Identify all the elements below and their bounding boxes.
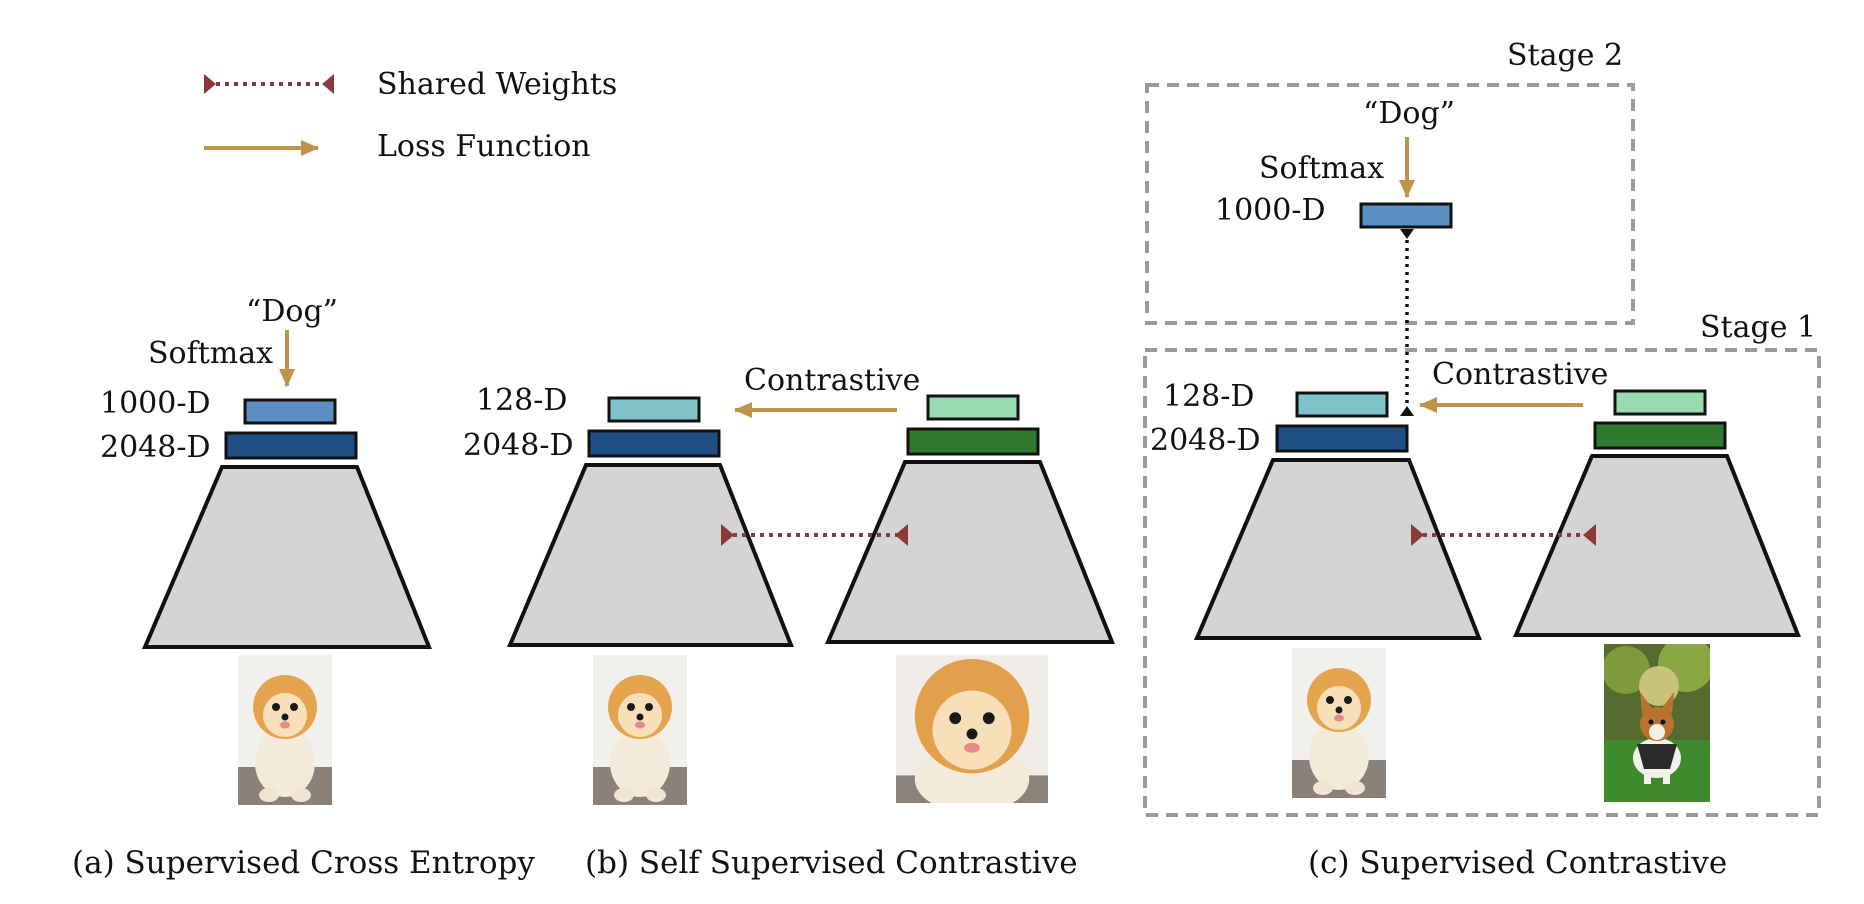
panel-a-feature-layer bbox=[224, 431, 358, 460]
stage-2-label: Stage 2 bbox=[1507, 38, 1623, 73]
panel-b-encoder-left bbox=[506, 463, 794, 647]
legend-loss-function-label: Loss Function bbox=[377, 129, 591, 164]
pomeranian-closeup-photo bbox=[896, 655, 1048, 803]
panel-c-feature-right bbox=[1593, 421, 1727, 450]
stage-1-box bbox=[1143, 348, 1821, 817]
panel-c: Stage 2 “Dog” Softmax 1000-D Stage 1 128… bbox=[1143, 38, 1821, 817]
panel-c-encoder-right bbox=[1512, 454, 1801, 637]
panel-b-projection-left bbox=[607, 396, 701, 423]
pomeranian-photo bbox=[593, 655, 687, 805]
pomeranian-photo bbox=[1292, 648, 1386, 798]
shared-weights-legend-icon bbox=[204, 74, 334, 94]
panel-a-softmax-label: Softmax bbox=[148, 336, 273, 371]
panel-b-encoder-right bbox=[824, 460, 1115, 644]
stage-1-label: Stage 1 bbox=[1700, 310, 1816, 345]
stage-link-dotted-connector bbox=[1400, 229, 1414, 416]
pomeranian-photo bbox=[238, 655, 332, 805]
panel-b: 128-D 2048-D Contrastive bbox=[463, 363, 1115, 805]
stage-2-box bbox=[1145, 83, 1635, 325]
corgi-photo bbox=[1604, 644, 1710, 802]
panel-c-encoder-left bbox=[1193, 458, 1482, 640]
panel-b-shared-weights-link bbox=[721, 524, 908, 546]
panel-c-softmax-label: Softmax bbox=[1259, 151, 1384, 186]
panel-b-feature-left bbox=[587, 429, 721, 458]
panel-b-projection-dim-label: 128-D bbox=[476, 383, 567, 418]
panel-c-target-label: “Dog” bbox=[1363, 96, 1455, 131]
panel-c-projection-dim-label: 128-D bbox=[1163, 379, 1254, 414]
panel-c-contrastive-label: Contrastive bbox=[1432, 357, 1608, 392]
panel-c-projection-left bbox=[1295, 391, 1389, 418]
legend: Shared Weights Loss Function bbox=[204, 67, 617, 164]
panel-b-feature-right bbox=[906, 427, 1040, 456]
legend-shared-weights-label: Shared Weights bbox=[377, 67, 617, 102]
caption-a: (a) Supervised Cross Entropy bbox=[72, 845, 535, 881]
panel-b-projection-right bbox=[926, 394, 1020, 421]
panel-c-feature-dim-label: 2048-D bbox=[1150, 423, 1261, 458]
caption-c: (c) Supervised Contrastive bbox=[1308, 845, 1727, 881]
panel-c-fc-layer bbox=[1359, 202, 1453, 229]
panel-a-encoder bbox=[141, 465, 432, 649]
panel-a-fc-layer bbox=[243, 398, 337, 425]
panel-a: “Dog” Softmax 1000-D 2048-D bbox=[100, 294, 432, 805]
panel-a-feature-dim-label: 2048-D bbox=[100, 430, 211, 465]
panel-a-fc-dim-label: 1000-D bbox=[100, 386, 211, 421]
panel-a-target-label: “Dog” bbox=[246, 294, 338, 329]
caption-b: (b) Self Supervised Contrastive bbox=[585, 845, 1078, 881]
panel-b-feature-dim-label: 2048-D bbox=[463, 428, 574, 463]
panel-b-contrastive-label: Contrastive bbox=[744, 363, 920, 398]
panel-c-shared-weights-link bbox=[1411, 524, 1596, 546]
panel-c-projection-right bbox=[1613, 389, 1707, 416]
panel-c-feature-left bbox=[1275, 424, 1409, 453]
panel-c-fc-dim-label: 1000-D bbox=[1215, 193, 1326, 228]
